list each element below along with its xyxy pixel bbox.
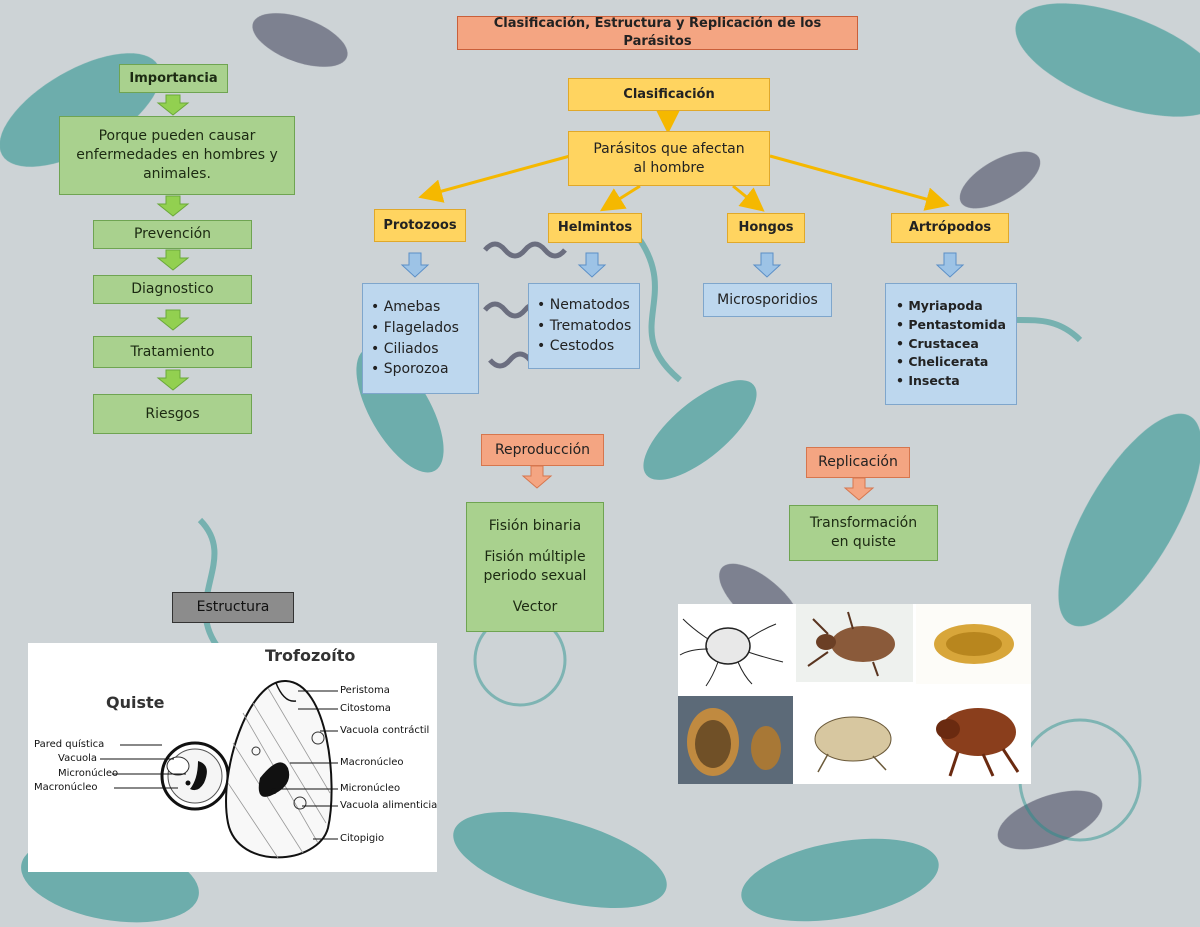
replication-header: Replicación [806,447,910,478]
structure-header: Estructura [172,592,294,623]
list-item: Nematodos [537,296,631,315]
group-protozoos: Protozoos [374,209,466,242]
trophozoite-drawing [225,679,333,859]
structure-drawing [100,679,338,859]
page-title: Clasificación, Estructura y Replicación … [457,16,858,50]
classification-subheader: Parásitos que afectan al hombre [568,131,770,186]
list-item: Insecta [896,373,1006,390]
mite-sketch-image [678,604,793,692]
importance-description: Porque pueden causar enfermedades en hom… [59,116,295,195]
step-diagnostico: Diagnostico [93,275,252,304]
list-item: Chelicerata [896,354,1006,371]
arthropod-images [678,604,1031,784]
replication-list: Transformación en quiste [789,505,938,561]
list-hongos: Microsporidios [703,283,832,317]
reproduction-header: Reproducción [481,434,604,466]
group-hongos: Hongos [727,213,805,243]
list-item: Myriapoda [896,298,1006,315]
louse-image [796,604,913,682]
list-artropodos: Myriapoda Pentastomida Crustacea Chelice… [885,283,1017,405]
flea-image [916,696,1031,784]
list-helmintos: Nematodos Trematodos Cestodos [528,283,640,369]
step-prevencion: Prevención [93,220,252,249]
arthropod-photo-collage [678,604,1031,784]
reproduction-list: Fisión binaria Fisión múltiple periodo s… [466,502,604,632]
group-helmintos: Helmintos [548,213,642,243]
cyst-label: Vacuola [58,753,98,764]
list-item: Trematodos [537,317,632,336]
reproduction-item: Vector [512,598,558,615]
step-tratamiento: Tratamiento [93,336,252,368]
tick-image [678,696,793,784]
trophozoite-label: Citopigio [340,833,385,844]
group-artropodos: Artrópodos [891,213,1009,243]
list-protozoos: Amebas Flagelados Ciliados Sporozoa [362,283,479,394]
classification-header: Clasificación [568,78,770,111]
structure-diagram-panel: Quiste Trofozoíto Pared quística Vacuola… [28,643,437,872]
reproduction-item: Fisión binaria [488,518,582,535]
trophozoite-label: Vacuola contráctil [340,725,430,736]
cyst-label: Macronúcleo [34,782,98,793]
trophozoite-label: Peristoma [340,685,390,696]
trophozoite-title: Trofozoíto [265,646,356,665]
cyst-label: Micronúcleo [58,768,119,779]
list-item: Pentastomida [896,317,1006,334]
trophozoite-label: Citostoma [340,703,391,714]
step-riesgos: Riesgos [93,394,252,434]
trophozoite-label: Vacuola alimenticia [340,800,438,811]
cyst-drawing [160,741,230,811]
list-item: Amebas [371,298,459,317]
importance-header: Importancia [119,64,228,93]
trophozoite-label: Macronúcleo [340,757,404,768]
tan-insect-image [916,604,1031,684]
bedbug-image [796,696,913,784]
trophozoite-label: Micronúcleo [340,783,401,794]
cyst-title: Quiste [106,693,165,712]
list-item: Sporozoa [371,360,459,379]
reproduction-item: Fisión múltiple periodo sexual [483,549,587,584]
cyst-label: Pared quística [34,739,105,750]
list-item: Crustacea [896,336,1006,353]
list-item: Flagelados [371,319,459,338]
list-item: Cestodos [537,337,631,356]
list-item: Ciliados [371,340,459,359]
